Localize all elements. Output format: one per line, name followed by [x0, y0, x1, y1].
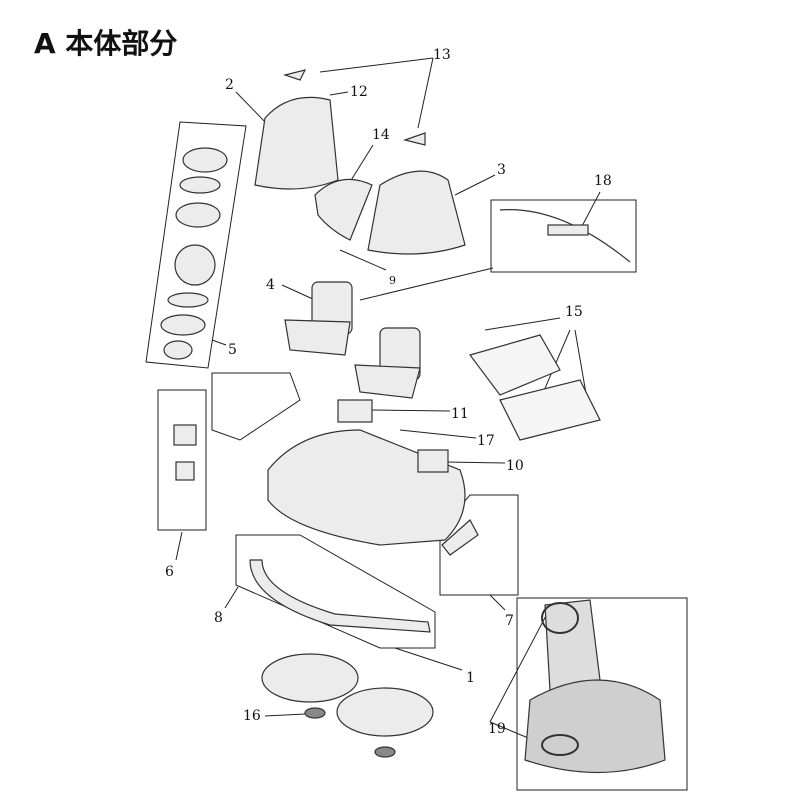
callout-15: 15: [565, 304, 583, 320]
inset-photo-19: [516, 597, 688, 791]
group-box-5: [145, 121, 247, 369]
callout-12: 12: [350, 84, 368, 100]
callout-13: 13: [433, 47, 451, 63]
part-chassis: [267, 429, 466, 546]
callout-5: 5: [228, 342, 237, 358]
callout-11: 11: [451, 406, 469, 422]
callout-18: 18: [594, 173, 612, 189]
part-14-bracket: [314, 178, 373, 241]
part-pad-b: [336, 687, 434, 737]
part-pad-a: [261, 653, 359, 703]
part-10-board: [417, 449, 449, 473]
callout-8: 8: [214, 610, 223, 626]
callout-1: 1: [466, 670, 475, 686]
callout-3: 3: [497, 162, 506, 178]
callout-19: 19: [488, 721, 506, 737]
group-box-6: [157, 389, 207, 531]
part-2-cover: [254, 96, 339, 190]
callout-10: 10: [506, 458, 524, 474]
part-3-cover: [367, 170, 466, 255]
group-box-8: [235, 534, 436, 649]
inset-box-18: [490, 199, 637, 273]
callout-6: 6: [165, 564, 174, 580]
motor-base-a: [284, 319, 351, 356]
group-box-11: [211, 372, 301, 441]
part-8-bumper: [249, 559, 431, 633]
callout-9: 9: [389, 274, 396, 287]
page-title: A 本体部分: [34, 27, 178, 60]
part-11-board: [337, 399, 373, 423]
callout-16: 16: [243, 708, 261, 724]
callout-2: 2: [225, 77, 234, 93]
callout-4: 4: [266, 277, 275, 293]
callout-14: 14: [372, 127, 390, 143]
motor-base-b: [354, 364, 421, 399]
callout-17: 17: [477, 433, 495, 449]
callout-7: 7: [505, 613, 514, 629]
